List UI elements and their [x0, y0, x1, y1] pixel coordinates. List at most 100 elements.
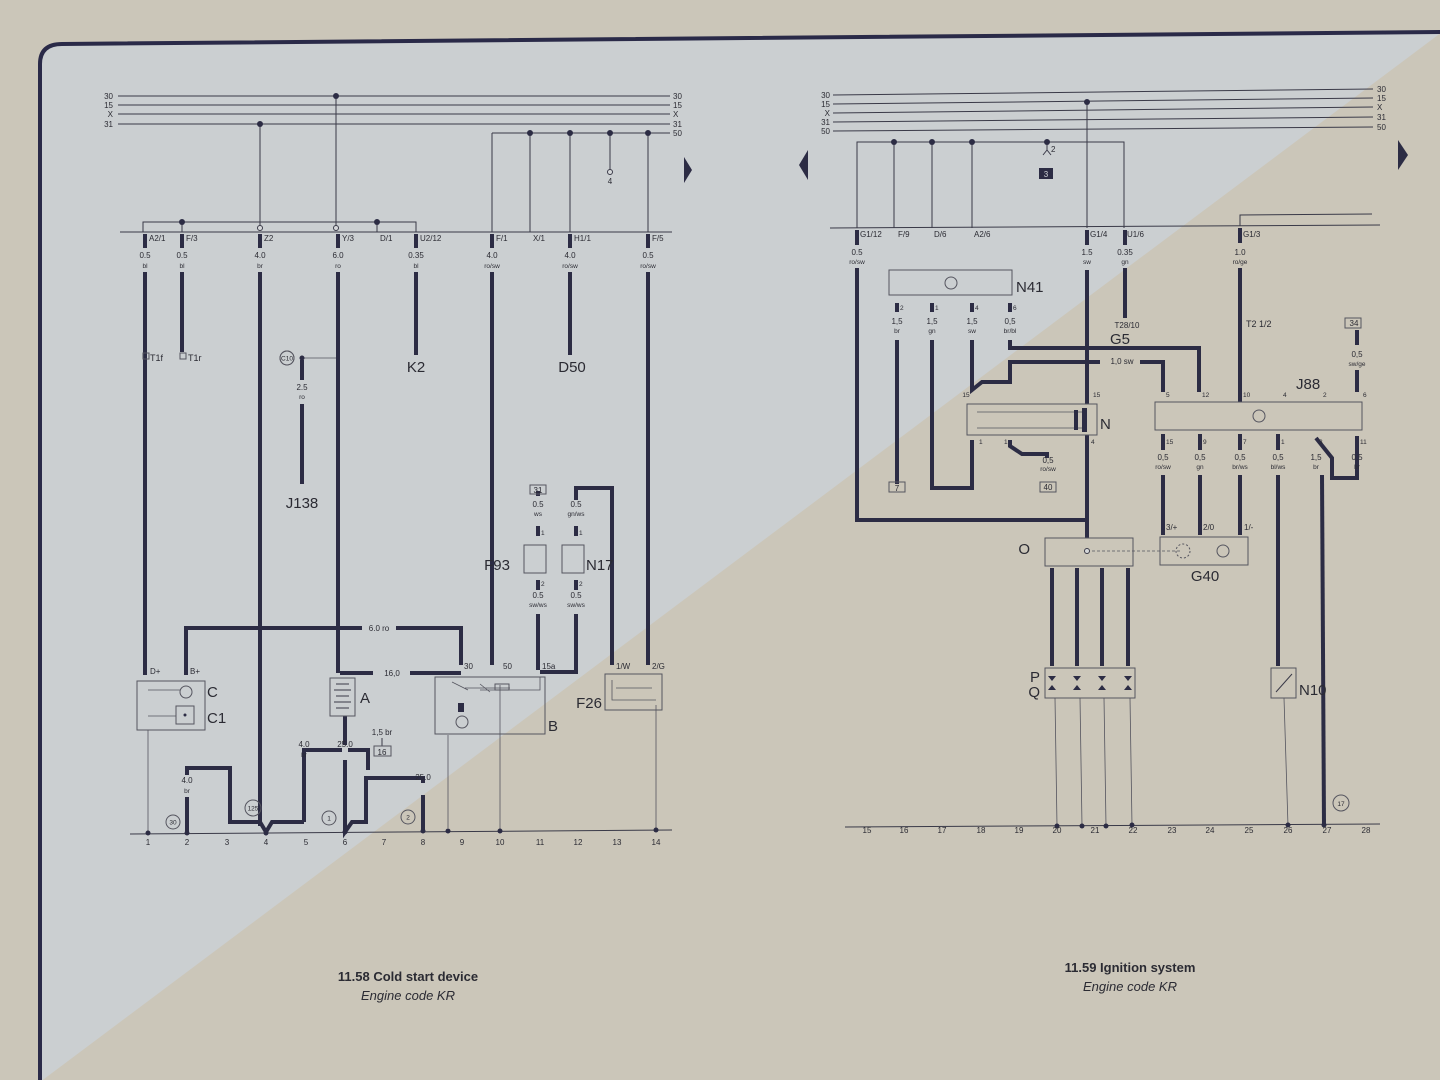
box-40-label: 40	[1044, 483, 1053, 492]
right-components	[888, 269, 1363, 812]
terminal-label: Z2	[264, 234, 274, 243]
ground-point-number: 2	[185, 838, 190, 847]
diagram-label: B+	[190, 667, 200, 676]
pin-number: 12	[1202, 392, 1210, 399]
diagram-label: 0.5	[570, 500, 582, 509]
diagram-label: 2/G	[652, 662, 665, 671]
pin-number: 2	[1323, 392, 1327, 399]
continue-left-arrow[interactable]	[799, 150, 808, 180]
diagram-label: 1,5 br	[372, 728, 393, 737]
circle-125	[244, 799, 262, 817]
wire-color: bl/ws	[1271, 464, 1287, 471]
component-b: B	[548, 718, 558, 735]
left-diagram-cold-start	[118, 93, 692, 839]
pin-label: 1/-	[1244, 523, 1254, 532]
terminal-label: G1/4	[1090, 230, 1108, 239]
bus-label: 31	[821, 118, 830, 127]
left-wires	[129, 234, 673, 839]
wire-color: ro/sw	[562, 263, 578, 270]
pin-number: 1	[935, 305, 939, 312]
terminal-label: F/1	[496, 234, 508, 243]
bus-label: 15	[821, 100, 830, 109]
ground-point-number: 9	[460, 838, 465, 847]
connector-c10	[279, 350, 295, 366]
pin-number: 10	[1243, 392, 1251, 399]
wire-color: ro/sw	[484, 263, 500, 270]
pin-number: 6	[1013, 305, 1017, 312]
wire-color: br	[1313, 464, 1320, 471]
wire-color: sw	[1083, 259, 1091, 266]
component-j138: J138	[286, 495, 319, 512]
diagram-label: 1	[979, 439, 983, 446]
wire-color: br	[1354, 464, 1361, 471]
component-q: Q	[1028, 684, 1040, 701]
wire-color: br/bl	[1004, 328, 1017, 335]
circle-30	[165, 814, 181, 830]
box-7	[888, 481, 906, 493]
ground-point-number: 24	[1206, 826, 1215, 835]
motor-icon	[455, 715, 469, 729]
ground-point-number: 20	[1053, 826, 1062, 835]
diagram-label: br	[301, 752, 308, 759]
diagram-label: 2	[541, 581, 545, 588]
continue-right-arrow[interactable]	[1398, 140, 1408, 170]
ground-point-number: 28	[1362, 826, 1371, 835]
ground-point-number: 15	[863, 826, 872, 835]
terminal-label: F/9	[898, 230, 910, 239]
diagram-label: 1	[541, 530, 545, 537]
component-n: N	[1100, 416, 1111, 433]
electronic-icon	[1252, 409, 1266, 423]
component-o: O	[1018, 541, 1030, 558]
ground-point-number: 25	[1245, 826, 1254, 835]
box-40	[1039, 481, 1057, 493]
box-7-label: 7	[895, 484, 900, 493]
wire-color: sw	[968, 328, 976, 335]
starter-b-box	[434, 676, 546, 735]
box-34-label: 34	[1350, 319, 1359, 328]
caption-subtitle: Engine code KR	[361, 988, 455, 1003]
wire-color: ro/sw	[640, 263, 656, 270]
bus-label: 50	[673, 129, 682, 138]
ground-point-number: 19	[1015, 826, 1024, 835]
diagram-label: 25.0	[337, 740, 353, 749]
component-j88: J88	[1296, 376, 1320, 393]
terminal-label: U1/6	[1127, 230, 1144, 239]
wire-color: gn	[1121, 259, 1129, 266]
bus-label: 31	[1377, 113, 1386, 122]
box-3-label: 3	[1044, 170, 1049, 179]
diagram-label: 1/W	[616, 662, 631, 671]
tap-label: 4	[608, 177, 613, 186]
terminal-label: F/5	[652, 234, 664, 243]
diagram-label: 0.5	[532, 500, 544, 509]
diagram-label: gn/ws	[568, 511, 586, 518]
diagram-label: 4.0	[298, 740, 310, 749]
box-34	[1344, 317, 1362, 329]
bus-label: X	[1377, 103, 1383, 112]
ground-point-number: 8	[421, 838, 426, 847]
circle-17-label: 17	[1337, 801, 1345, 808]
component-d50: D50	[558, 359, 586, 376]
j88-box	[1154, 401, 1363, 431]
box-16	[373, 745, 392, 757]
electronic-icon	[944, 276, 958, 290]
wire-gauge: 0.5	[176, 251, 188, 260]
connector-t1r: T1r	[188, 353, 202, 363]
pin-number: 5	[1166, 392, 1170, 399]
circle-1	[321, 810, 337, 826]
right-diagram-ignition	[799, 88, 1408, 829]
terminal-label: A2/1	[149, 234, 166, 243]
wire-gauge: 1,5	[966, 317, 978, 326]
diagram-label: 6.0 ro	[369, 624, 390, 633]
continue-right-arrow[interactable]	[684, 157, 692, 183]
wire-gauge: 0,5	[1351, 453, 1363, 462]
ground-point-number: 11	[536, 838, 545, 847]
wire-gauge: 0.5	[642, 251, 654, 260]
diagram-label: 1	[1004, 439, 1008, 446]
connector-t2: T2 1/2	[1246, 319, 1272, 329]
circle-125-label: 125	[248, 806, 259, 813]
wire-gauge: 0.35	[408, 251, 424, 260]
left-components	[136, 350, 663, 757]
diagram-label: 2	[579, 581, 583, 588]
wire-gauge: 0,5	[1272, 453, 1284, 462]
